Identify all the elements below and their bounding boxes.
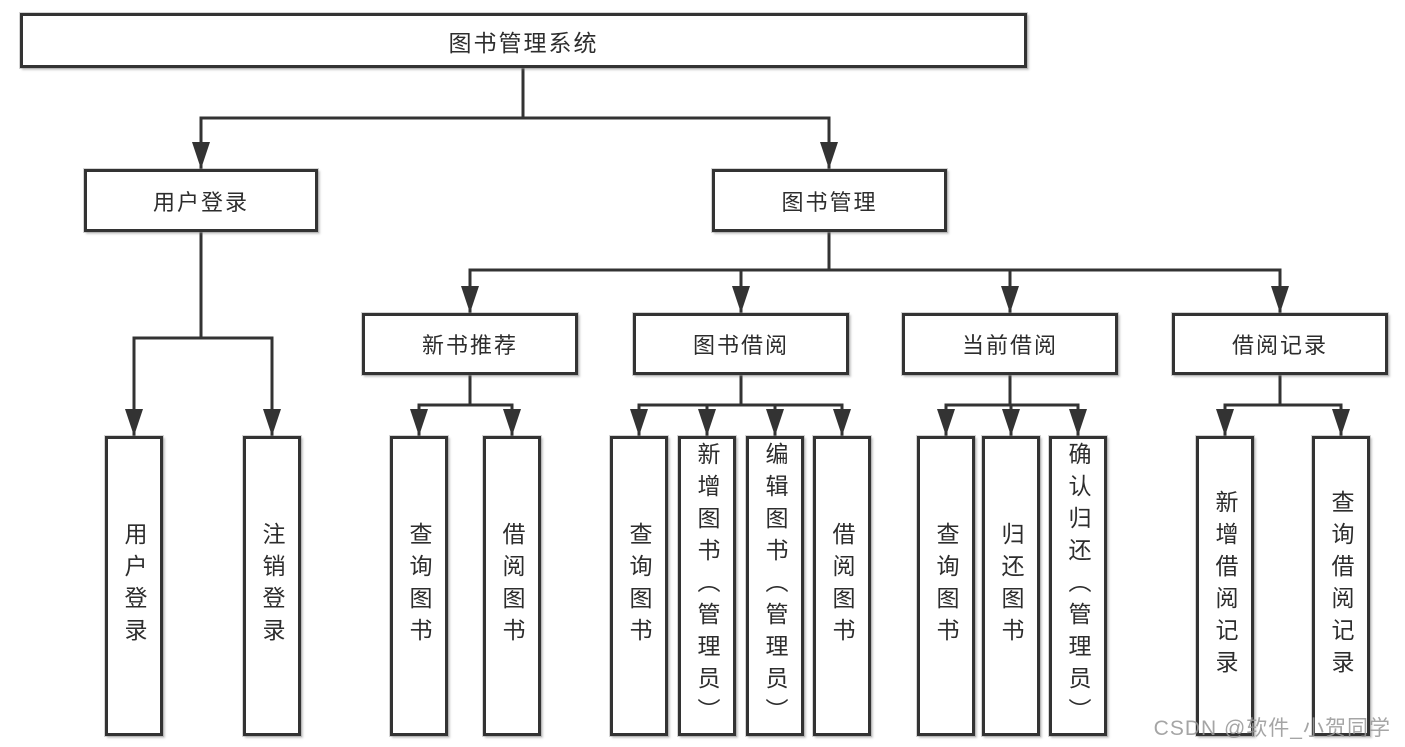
node-borrowing-records: 借阅记录 xyxy=(1172,313,1388,375)
leaf-confirm-return-admin: 确认归还（管理员） xyxy=(1049,436,1107,736)
leaf-user-login: 用户登录 xyxy=(105,436,163,736)
leaf-add-books-admin: 新增图书（管理员） xyxy=(678,436,736,736)
leaf-borrow-books-recommend: 借阅图书 xyxy=(483,436,541,736)
leaf-logout: 注销登录 xyxy=(243,436,301,736)
leaf-borrow-books: 借阅图书 xyxy=(813,436,871,736)
leaf-return-books: 归还图书 xyxy=(982,436,1040,736)
leaf-edit-books-admin: 编辑图书（管理员） xyxy=(746,436,804,736)
node-library-management-system: 图书管理系统 xyxy=(20,13,1027,68)
csdn-watermark: CSDN @软件_小贺同学 xyxy=(1153,717,1391,740)
leaf-query-books-current: 查询图书 xyxy=(917,436,975,736)
node-book-borrowing: 图书借阅 xyxy=(633,313,849,375)
leaf-query-books-borrow: 查询图书 xyxy=(610,436,668,736)
node-user-login: 用户登录 xyxy=(84,169,318,232)
leaf-query-borrow-record: 查询借阅记录 xyxy=(1312,436,1370,736)
node-book-management: 图书管理 xyxy=(712,169,947,232)
node-new-book-recommendation: 新书推荐 xyxy=(362,313,578,375)
leaf-query-books-recommend: 查询图书 xyxy=(390,436,448,736)
node-current-borrowing: 当前借阅 xyxy=(902,313,1118,375)
leaf-add-borrow-record: 新增借阅记录 xyxy=(1196,436,1254,736)
